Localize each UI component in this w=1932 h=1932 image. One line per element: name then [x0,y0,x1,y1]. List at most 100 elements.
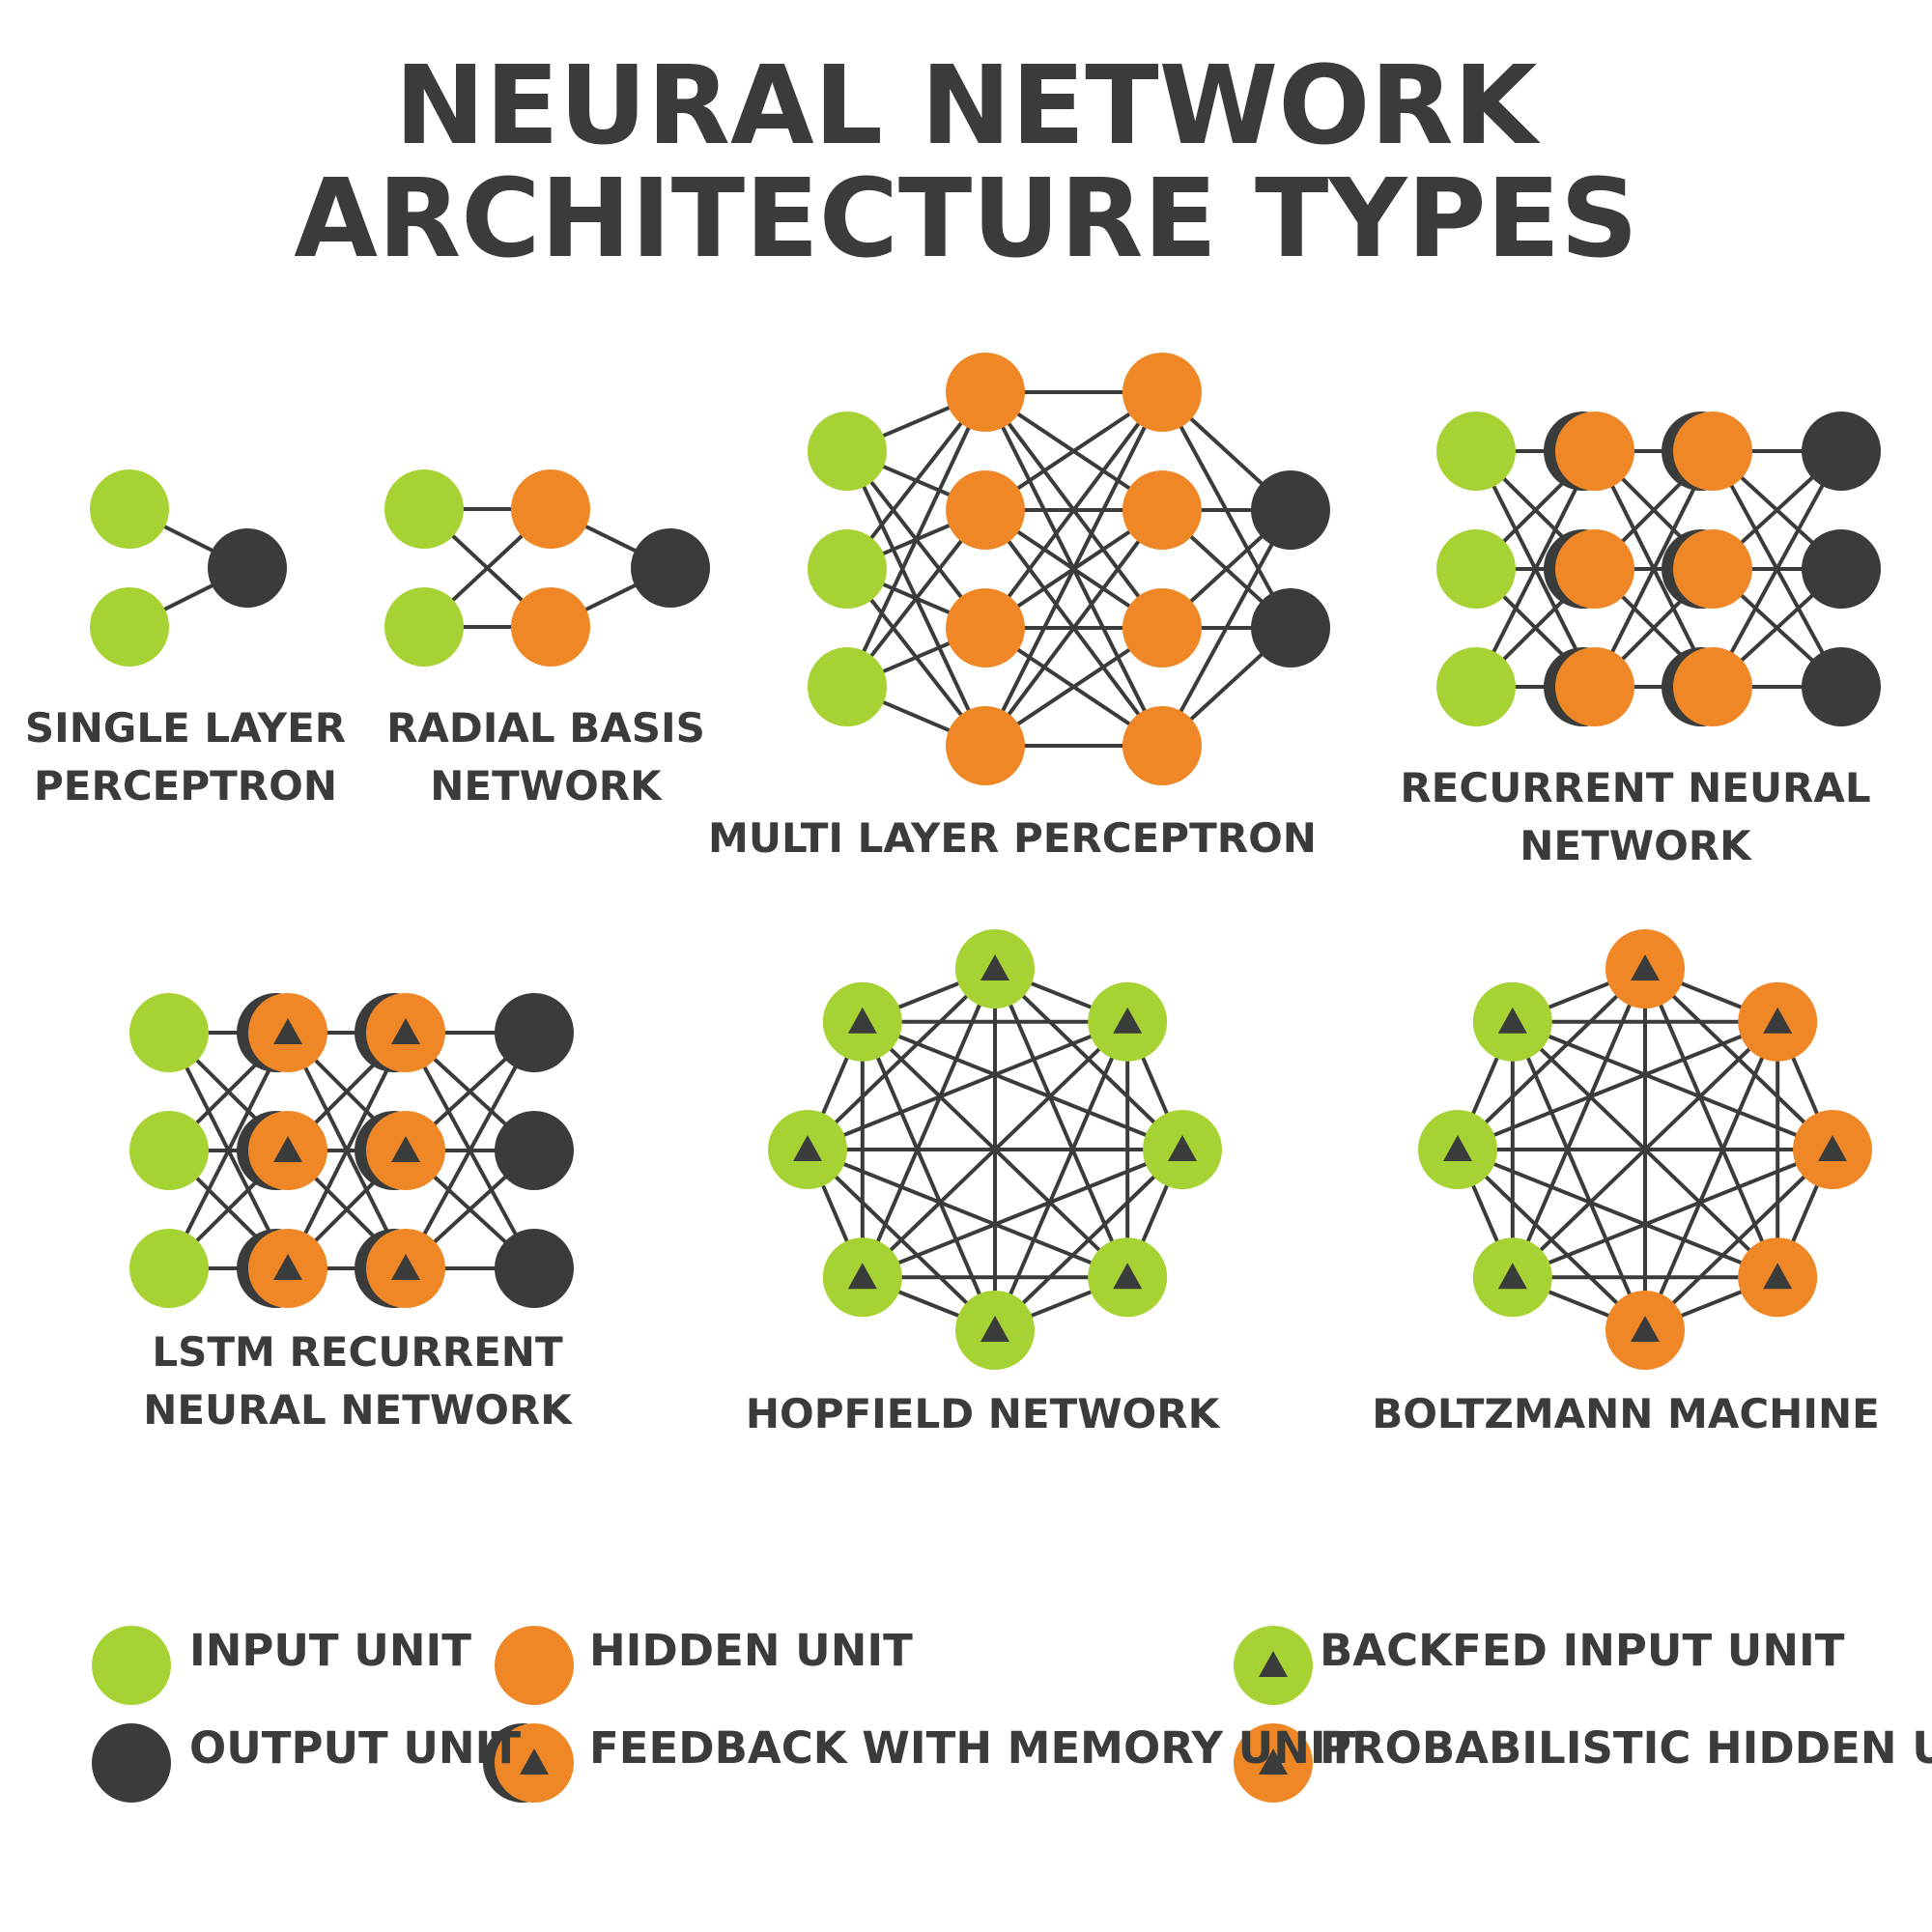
legend-label-feedback-memory-unit: FEEDBACK WITH MEMORY UNIT [589,1722,1356,1774]
connection [1474,450,1597,688]
label-recurrent-neural-network-line-1: RECURRENT NEURAL [1400,764,1870,811]
legend-label-backfed-input-unit: BACKFED INPUT UNIT [1320,1625,1845,1676]
input-unit [92,1626,171,1705]
memory-unit [355,993,445,1072]
memory-unit [237,1229,327,1308]
backfed-input-unit [1418,1110,1497,1189]
recurrent-unit [1544,529,1634,609]
legend: INPUT UNIT OUTPUT UNIT HIDDEN UNIT FEEDB… [92,1625,1932,1803]
connection [861,1020,1129,1279]
probabilistic-hidden-unit [1738,1237,1818,1318]
triangle-icon [1113,1007,1143,1034]
triangle-icon [1168,1135,1197,1161]
recurrent-core [1673,647,1752,726]
triangle-icon [520,1748,549,1775]
triangle-icon [273,1136,302,1162]
triangle-icon [1631,1316,1660,1342]
triangle-icon [391,1136,420,1162]
hidden-unit [1122,588,1202,668]
triangle-icon [1113,1263,1143,1290]
hopfield-network-diagram [768,929,1222,1370]
output-unit [495,1111,574,1190]
backfed-input-unit [1143,1110,1222,1189]
input-unit [129,993,209,1072]
hidden-unit [946,706,1025,785]
hidden-unit [946,353,1025,432]
triangle-icon [1763,1263,1793,1290]
connection [1510,1020,1647,1331]
memory-unit [355,1111,445,1190]
connection [404,1032,536,1269]
recurrent-core [1673,529,1752,609]
backfed-input-unit [768,1110,847,1189]
recurrent-neural-network-diagram [1436,412,1881,726]
lstm-recurrent-neural-network-diagram [129,993,574,1308]
input-unit [129,1111,209,1190]
radial-basis-network-diagram [384,469,710,667]
hidden-unit [1122,470,1202,550]
triangle-icon [980,1316,1009,1342]
label-multi-layer-perceptron: MULTI LAYER PERCEPTRON [708,814,1317,862]
legend-label-hidden-unit: HIDDEN UNIT [589,1625,913,1676]
backfed-input-unit [955,1291,1035,1370]
label-boltzmann-machine: BOLTZMANN MACHINE [1372,1390,1880,1437]
recurrent-unit [1662,529,1752,609]
backfed-input-unit [1088,1237,1168,1318]
multi-layer-perceptron-diagram [808,353,1330,785]
input-unit [384,587,464,667]
triangle-icon [980,954,1009,980]
backfed-input-unit [822,1237,902,1318]
legend-label-input-unit: INPUT UNIT [189,1625,471,1676]
input-unit [129,1229,209,1308]
backfed-input-unit [1088,981,1168,1062]
label-radial-basis-network-line-1: RADIAL BASIS [386,704,705,752]
title-line-2: ARCHITECTURE TYPES [294,156,1637,282]
label-lstm-line-1: LSTM RECURRENT [152,1328,563,1376]
single-layer-perceptron-diagram [90,469,287,667]
connection [860,1020,997,1331]
probabilistic-hidden-unit [1234,1723,1313,1803]
triangle-icon [391,1018,420,1044]
backfed-input-unit [1234,1626,1313,1705]
output-unit [1802,647,1881,726]
recurrent-unit [1544,647,1634,726]
triangle-icon [1763,1007,1793,1034]
connection [1160,509,1293,747]
recurrent-core [1555,647,1634,726]
backfed-input-unit [1472,981,1552,1062]
input-unit [1436,529,1516,609]
output-unit [495,1229,574,1308]
connection [286,1032,408,1269]
hidden-unit [946,588,1025,668]
output-unit [495,993,574,1072]
triangle-icon [1497,1263,1527,1290]
triangle-icon [273,1254,302,1280]
probabilistic-hidden-unit [1793,1110,1872,1189]
input-unit [808,647,887,726]
probabilistic-hidden-unit [1605,929,1685,1009]
memory-unit [355,1229,445,1308]
recurrent-unit [1662,412,1752,491]
backfed-input-unit [955,929,1035,1009]
connection [1593,450,1715,688]
connection [862,1019,1183,1151]
hidden-unit [495,1626,574,1705]
triangle-icon [273,1018,302,1044]
output-unit [92,1723,171,1803]
input-unit [808,529,887,609]
probabilistic-hidden-unit [1605,1291,1685,1370]
connection [1511,1020,1779,1279]
backfed-input-unit [1472,1237,1552,1318]
connection [1711,450,1843,688]
hidden-unit [1122,706,1202,785]
input-unit [808,412,887,491]
triangle-icon [391,1254,420,1280]
connection [845,391,987,688]
connection [806,1148,997,1332]
triangle-icon [793,1135,822,1161]
legend-label-output-unit: OUTPUT UNIT [189,1722,521,1774]
connection [1456,1148,1647,1332]
recurrent-core [1555,412,1634,491]
connection [983,391,1164,747]
label-single-layer-perceptron-line-1: SINGLE LAYER [25,704,346,752]
